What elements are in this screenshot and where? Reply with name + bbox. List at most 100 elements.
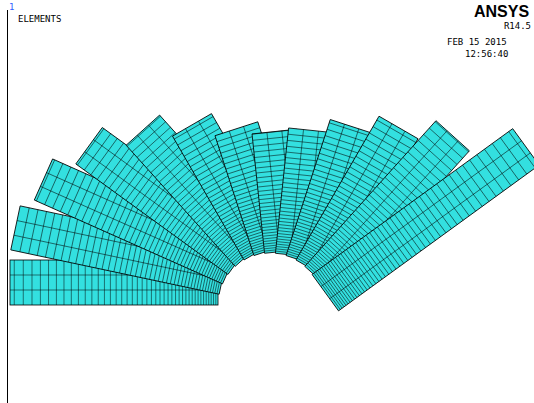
mesh-line — [424, 134, 457, 164]
mesh-line — [85, 260, 86, 305]
mesh-line — [53, 167, 71, 208]
mesh-line — [63, 260, 64, 305]
mesh-line — [71, 260, 72, 305]
mesh-line — [84, 134, 110, 170]
mesh-line — [88, 183, 106, 224]
mesh-line — [349, 247, 375, 283]
mesh-line — [404, 208, 430, 244]
mesh-line — [394, 215, 420, 251]
mesh-line — [381, 224, 407, 260]
mesh — [10, 114, 534, 311]
mesh-line — [174, 117, 213, 140]
mesh-line — [327, 129, 370, 143]
mesh-line — [68, 218, 77, 262]
element-strip — [312, 129, 534, 311]
mesh-line — [377, 120, 416, 143]
mesh-line — [322, 268, 348, 304]
mesh-line — [115, 156, 141, 192]
plot-label: ELEMENTS — [18, 14, 61, 24]
mesh-line — [97, 143, 123, 179]
mesh-line — [425, 192, 451, 228]
mesh-line — [338, 256, 364, 292]
mesh-line — [362, 238, 388, 274]
mesh-line — [414, 200, 440, 236]
mesh-line — [369, 133, 408, 156]
mesh-line — [492, 144, 518, 180]
mesh-line — [386, 221, 412, 257]
mesh-line — [366, 139, 405, 162]
mesh-line — [366, 235, 392, 271]
mesh-line — [76, 220, 85, 264]
mesh-line — [335, 257, 361, 293]
mesh-line — [127, 116, 160, 146]
mesh-line — [83, 221, 92, 265]
mesh-line — [146, 138, 179, 168]
mesh-line — [324, 266, 350, 302]
mesh-line — [390, 218, 416, 254]
mesh-line — [419, 196, 445, 232]
mesh-line — [36, 160, 54, 201]
mesh-line — [56, 260, 57, 305]
mesh-line — [48, 260, 49, 305]
mesh-line — [60, 171, 78, 212]
mesh-line — [40, 260, 41, 305]
mesh-line — [463, 165, 489, 201]
mesh-line — [14, 260, 15, 305]
frame-line — [7, 10, 8, 403]
mesh-line — [137, 127, 170, 157]
mesh-line — [37, 211, 46, 255]
mesh-line — [75, 177, 93, 218]
mesh-line — [394, 168, 427, 198]
mesh-line — [68, 174, 86, 215]
mesh-line — [352, 245, 378, 281]
mesh-line — [320, 269, 346, 305]
mesh-line — [95, 186, 113, 227]
mesh-line — [31, 260, 32, 305]
mesh-line — [509, 132, 534, 168]
mesh-line — [449, 175, 475, 211]
mesh-line — [409, 204, 435, 240]
mesh-line — [82, 180, 100, 221]
plot-label: FEB 15 2015 — [447, 37, 507, 47]
mesh-line — [435, 122, 468, 152]
mesh-line — [20, 208, 29, 252]
mesh-line — [470, 160, 496, 196]
mesh-line — [331, 261, 357, 297]
mesh-line — [29, 210, 38, 254]
mesh-line — [484, 149, 510, 185]
mesh-line — [399, 211, 425, 247]
mesh-line — [23, 260, 24, 305]
mesh-line — [359, 240, 385, 276]
mesh-line — [328, 263, 354, 299]
mesh-line — [53, 215, 62, 259]
mesh-line — [10, 290, 218, 291]
mesh-line — [45, 164, 63, 205]
mesh-line — [78, 260, 79, 305]
mesh-line — [477, 155, 503, 191]
mesh-line — [456, 170, 482, 206]
mesh-line — [77, 129, 103, 165]
mesh-line — [418, 140, 451, 170]
plot-label: 1 — [9, 2, 14, 12]
mesh-line — [45, 213, 54, 257]
mesh-line — [356, 243, 382, 279]
plot-label: R14.5 — [504, 21, 531, 31]
mesh-line — [341, 254, 367, 290]
mesh-line — [443, 179, 469, 215]
mesh-line — [121, 160, 147, 196]
mesh-line — [403, 157, 436, 187]
mesh-line — [330, 153, 531, 299]
mesh-line — [333, 259, 359, 295]
mesh-line — [89, 223, 98, 267]
mesh-line — [373, 127, 412, 150]
strip-body — [312, 129, 534, 311]
mesh-line — [500, 138, 526, 174]
mesh-line — [91, 138, 117, 174]
mesh-line — [398, 163, 431, 193]
mesh-line — [142, 133, 175, 163]
mesh-line — [61, 217, 70, 261]
mesh-line — [321, 141, 522, 287]
mesh-line — [370, 233, 396, 269]
mesh-line — [329, 123, 372, 137]
